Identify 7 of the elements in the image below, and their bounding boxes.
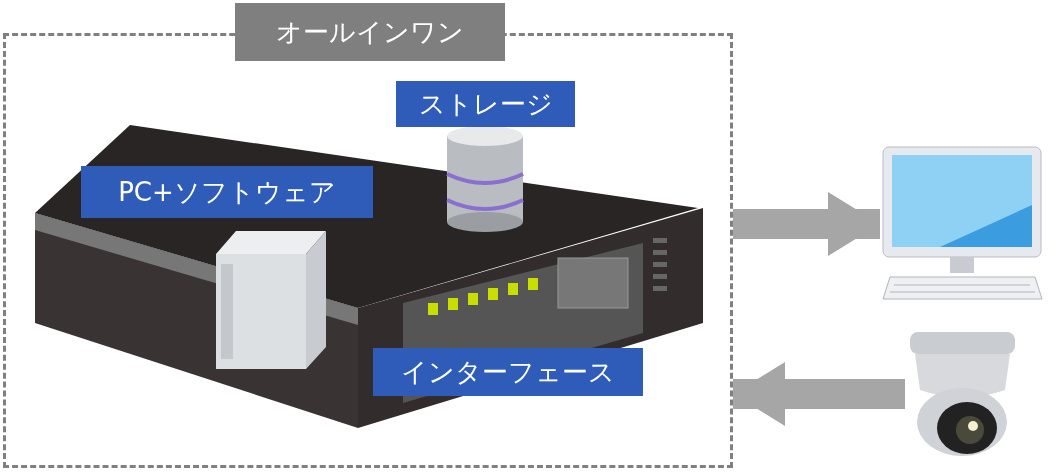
label-box: ストレージ [396, 81, 575, 127]
arrow [733, 192, 880, 256]
label-box: PC+ソフトウェア [81, 166, 373, 218]
arrow [733, 362, 905, 426]
monitor-drawing [880, 145, 1045, 303]
label-box: インターフェース [373, 348, 643, 396]
group-title: オールインワン [235, 3, 505, 61]
